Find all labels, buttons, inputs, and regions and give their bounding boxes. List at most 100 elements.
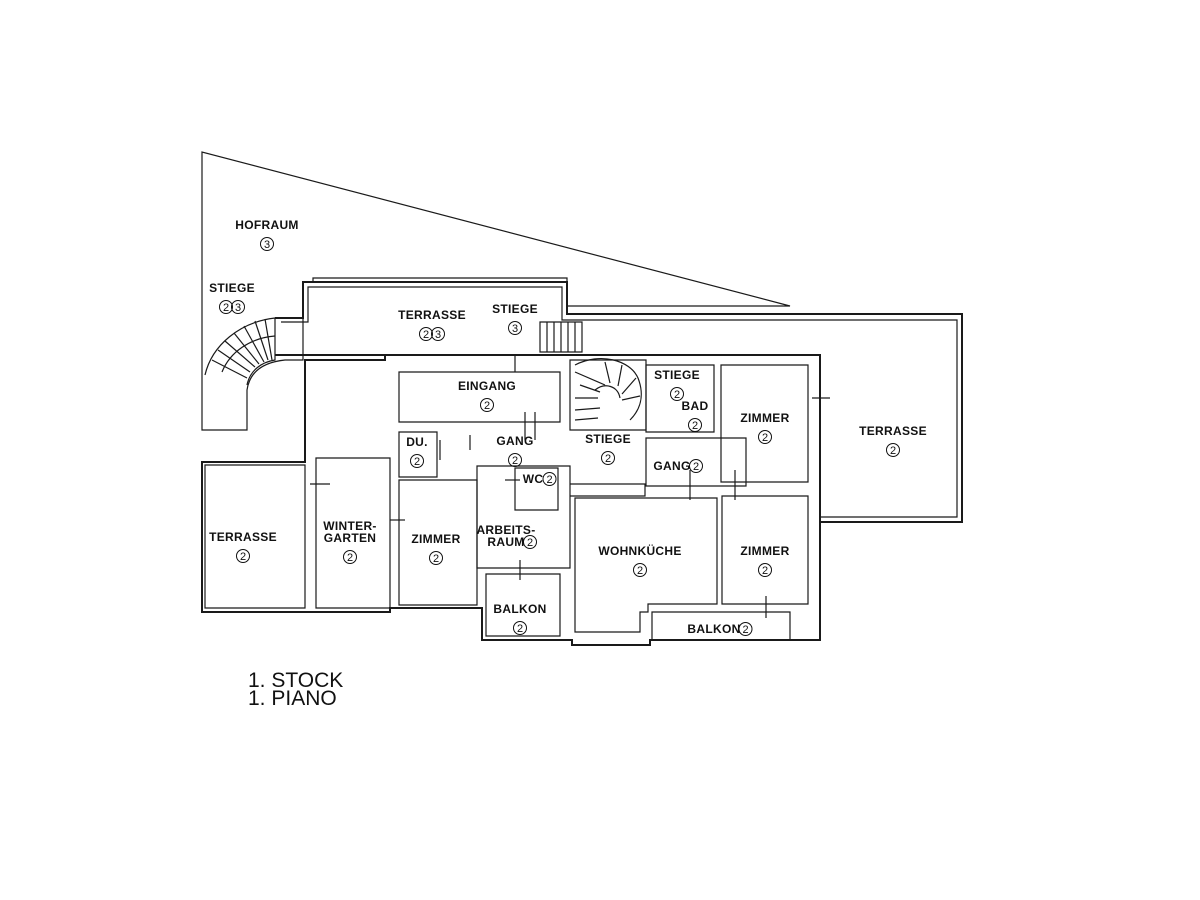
room-label: TERRASSE [859, 424, 927, 438]
room-hofraum: HOFRAUM 3 [235, 218, 298, 251]
code-number: 3 [512, 323, 518, 335]
code-circle [508, 453, 522, 467]
inner-stairs [539, 321, 642, 421]
terrasse-top-outline [275, 281, 963, 523]
code-number: 2 [762, 432, 768, 444]
room-label: TERRASSE [398, 308, 466, 322]
room-label: DU. [406, 435, 428, 449]
room-label: STIEGE [654, 368, 700, 382]
code-number: 2 [240, 551, 246, 563]
code-circle [508, 321, 522, 335]
code-circle [343, 550, 357, 564]
code-circle [688, 418, 702, 432]
code-number: 2 [674, 389, 680, 401]
code-circle [236, 549, 250, 563]
room-label: BALKON [687, 622, 740, 636]
room-label: ZIMMER [740, 411, 789, 425]
code-number: 2 [484, 400, 490, 412]
room-stiege-mid: STIEGE 2 [585, 432, 631, 465]
code-circle [523, 535, 537, 549]
code-circle [670, 387, 684, 401]
code-circle [431, 327, 445, 341]
code-circle [410, 454, 424, 468]
code-number: 2 [347, 552, 353, 564]
room-label: BALKON [493, 602, 546, 616]
interior-walls [204, 354, 809, 641]
room-zimmer-ne: ZIMMER 2 [740, 411, 789, 444]
room-label: ARBEITS- [476, 523, 535, 537]
code-circle [231, 300, 245, 314]
walls [201, 151, 963, 646]
code-circle [601, 451, 615, 465]
outer-spiral-stair [204, 317, 276, 386]
code-circle [758, 430, 772, 444]
code-circle [738, 622, 753, 636]
room-terrasse-west: TERRASSE 2 [209, 530, 277, 563]
room-label: EINGANG [458, 379, 516, 393]
code-number: 2 [433, 553, 439, 565]
code-circle [758, 563, 772, 577]
room-label: GANG [496, 434, 533, 448]
room-zimmer-se: ZIMMER 2 [740, 544, 789, 577]
code-number: 3 [235, 302, 241, 314]
code-circle [419, 327, 433, 341]
code-circle [633, 563, 647, 577]
code-circle [480, 398, 494, 412]
floor-title-it: 1. PIANO [248, 687, 337, 710]
room-wohnkueche: WOHNKÜCHE 2 [598, 543, 681, 577]
room-label: TERRASSE [209, 530, 277, 544]
room-label: BAD [682, 399, 709, 413]
code-number: 3 [264, 239, 270, 251]
room-wintergarten: WINTER-GARTEN 2 [323, 519, 376, 564]
code-number: 2 [693, 461, 699, 473]
code-number: 2 [762, 565, 768, 577]
code-number: 2 [512, 455, 518, 467]
room-label: STIEGE [492, 302, 538, 316]
code-number: 2 [423, 329, 429, 341]
code-number: 2 [223, 302, 229, 314]
code-number: 2 [517, 623, 523, 635]
room-label: WOHNKÜCHE [598, 543, 681, 558]
room-du: DU. 2 [406, 435, 428, 468]
room-stiege-right: STIEGE 2 [654, 368, 700, 401]
room-label: GARTEN [324, 531, 376, 545]
room-eingang: EINGANG 2 [458, 379, 516, 412]
room-balkon-1: BALKON 2 [493, 602, 546, 635]
room-label: RAUM [487, 535, 524, 549]
code-number: 3 [435, 329, 441, 341]
code-circle [689, 459, 703, 473]
code-circle [542, 472, 557, 486]
code-number: 2 [742, 624, 748, 636]
room-terrasse-east: TERRASSE 2 [859, 424, 927, 457]
room-label: WC [523, 472, 544, 486]
code-number: 2 [414, 456, 420, 468]
code-number: 2 [605, 453, 611, 465]
room-label: HOFRAUM [235, 218, 298, 232]
room-label: STIEGE [585, 432, 631, 446]
room-label: WINTER- [323, 519, 376, 533]
code-circle [513, 621, 527, 635]
hofraum-outline [201, 151, 791, 431]
code-number: 2 [527, 537, 533, 549]
door-ticks [310, 397, 830, 618]
room-gang-1: GANG 2 [496, 434, 533, 467]
room-label: ZIMMER [740, 544, 789, 558]
code-number: 2 [692, 420, 698, 432]
code-circle [260, 237, 274, 251]
room-label: STIEGE [209, 281, 255, 295]
code-circle [886, 443, 900, 457]
code-number: 2 [637, 565, 643, 577]
code-circle [429, 551, 443, 565]
code-circle [219, 300, 233, 314]
code-number: 2 [890, 445, 896, 457]
code-number: 2 [546, 474, 552, 486]
